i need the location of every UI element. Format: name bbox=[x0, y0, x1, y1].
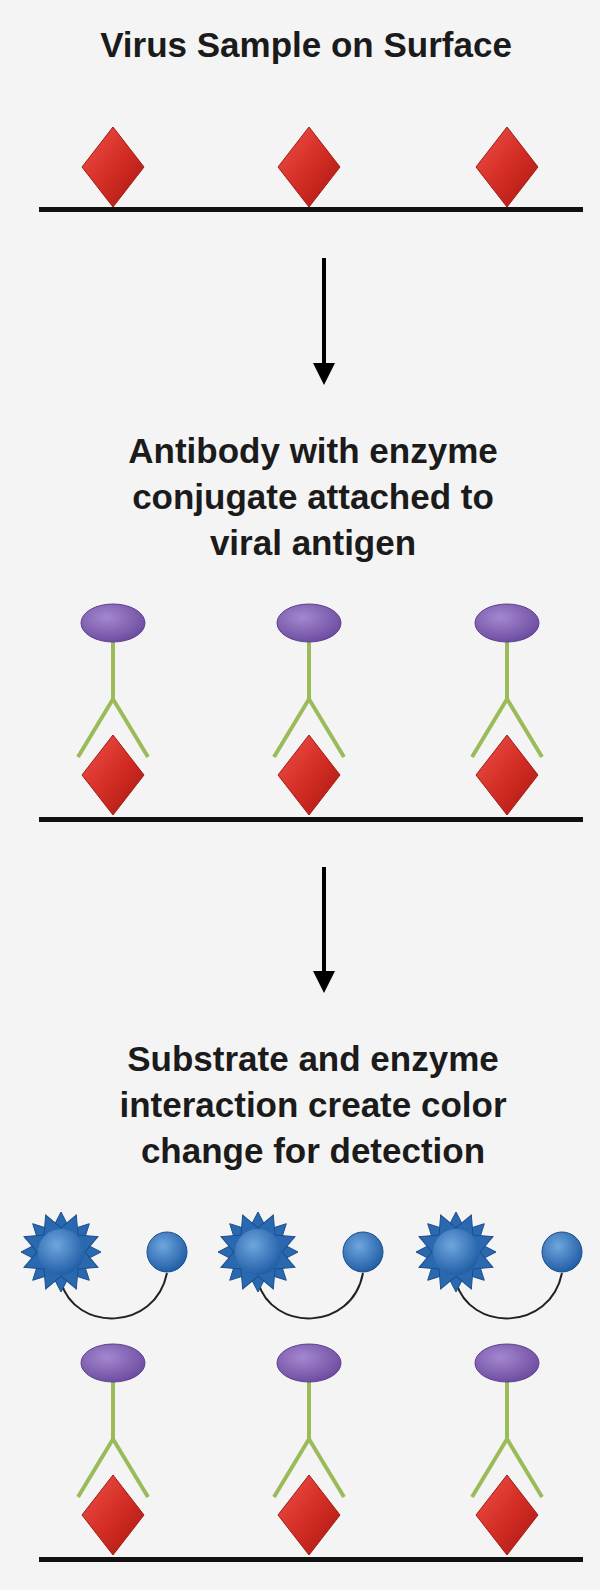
viral-antigen bbox=[82, 127, 538, 207]
stage-heading: Virus Sample on Surface bbox=[36, 22, 576, 68]
arrow-shaft bbox=[322, 258, 326, 365]
stage-panel: Virus Sample on Surface bbox=[48, 10, 600, 258]
stage-heading: Antibody with enzyme conjugate attached … bbox=[113, 428, 513, 566]
enzyme-antibody bbox=[78, 604, 542, 757]
arrow-head bbox=[313, 971, 335, 993]
flow-arrow bbox=[313, 258, 335, 385]
viral-antigen bbox=[82, 735, 538, 815]
enzyme-antibody bbox=[78, 1344, 542, 1497]
arrow-head bbox=[313, 363, 335, 385]
viral-antigen bbox=[82, 1475, 538, 1555]
substrate-reaction bbox=[9, 1200, 582, 1319]
stage-panel: Substrate and enzyme interaction create … bbox=[48, 993, 600, 1585]
arrow-shaft bbox=[322, 867, 326, 973]
surface-line bbox=[39, 817, 583, 822]
flow-arrow bbox=[313, 867, 335, 993]
stage-heading: Substrate and enzyme interaction create … bbox=[113, 1036, 513, 1174]
surface-line bbox=[39, 1557, 583, 1562]
stage-panel: Antibody with enzyme conjugate attached … bbox=[48, 385, 600, 867]
surface-line bbox=[39, 207, 583, 212]
